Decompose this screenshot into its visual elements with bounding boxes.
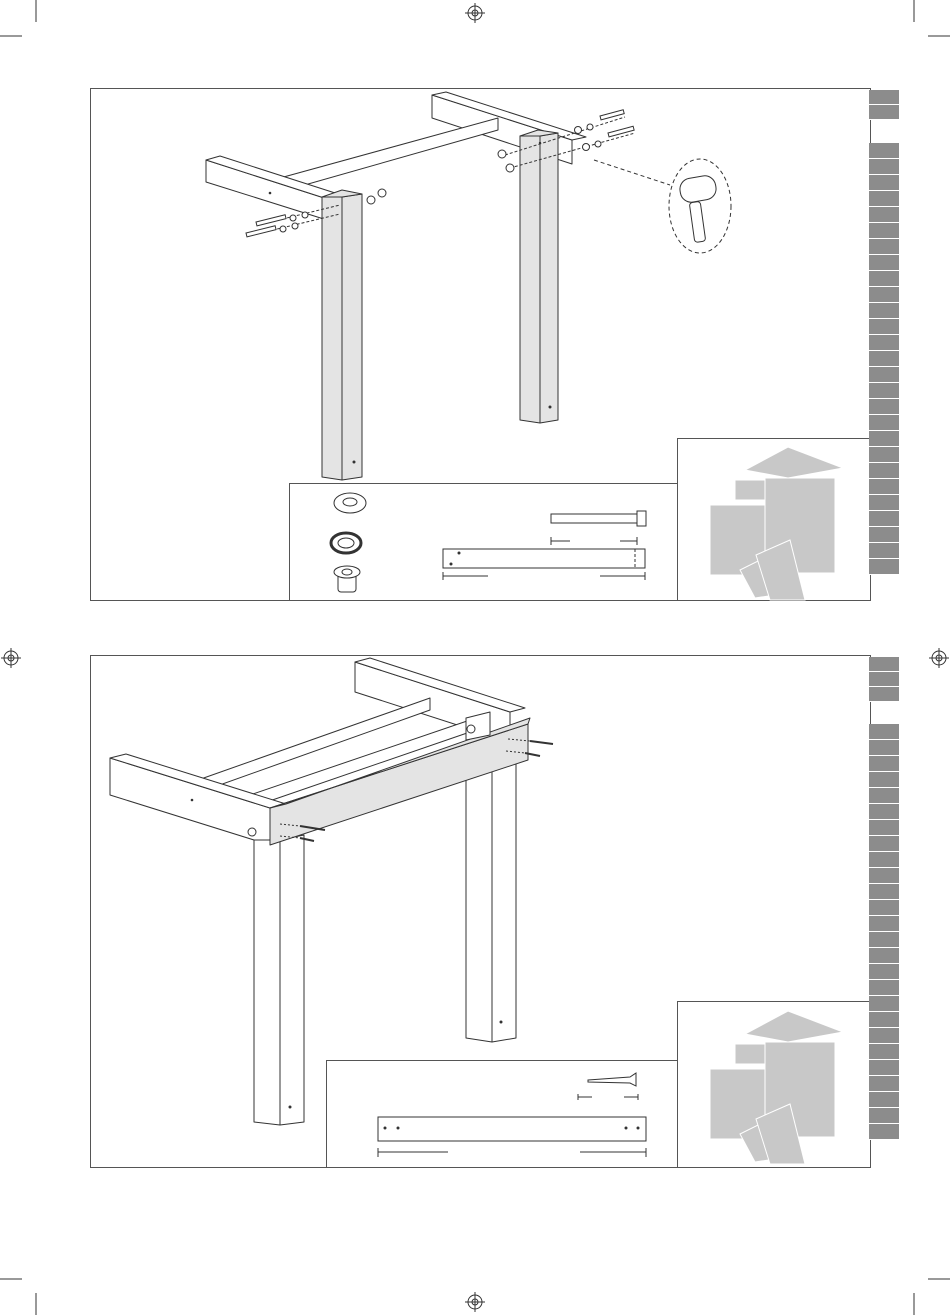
section-tabs-step-2: [869, 657, 899, 702]
playhouse-icon: [710, 447, 843, 600]
section-tabs-step-1: [869, 90, 899, 120]
section-tabs-step-1-list: [869, 143, 899, 575]
playhouse-icon: [710, 1011, 843, 1164]
section-tabs-step-2-list: [869, 724, 899, 1140]
